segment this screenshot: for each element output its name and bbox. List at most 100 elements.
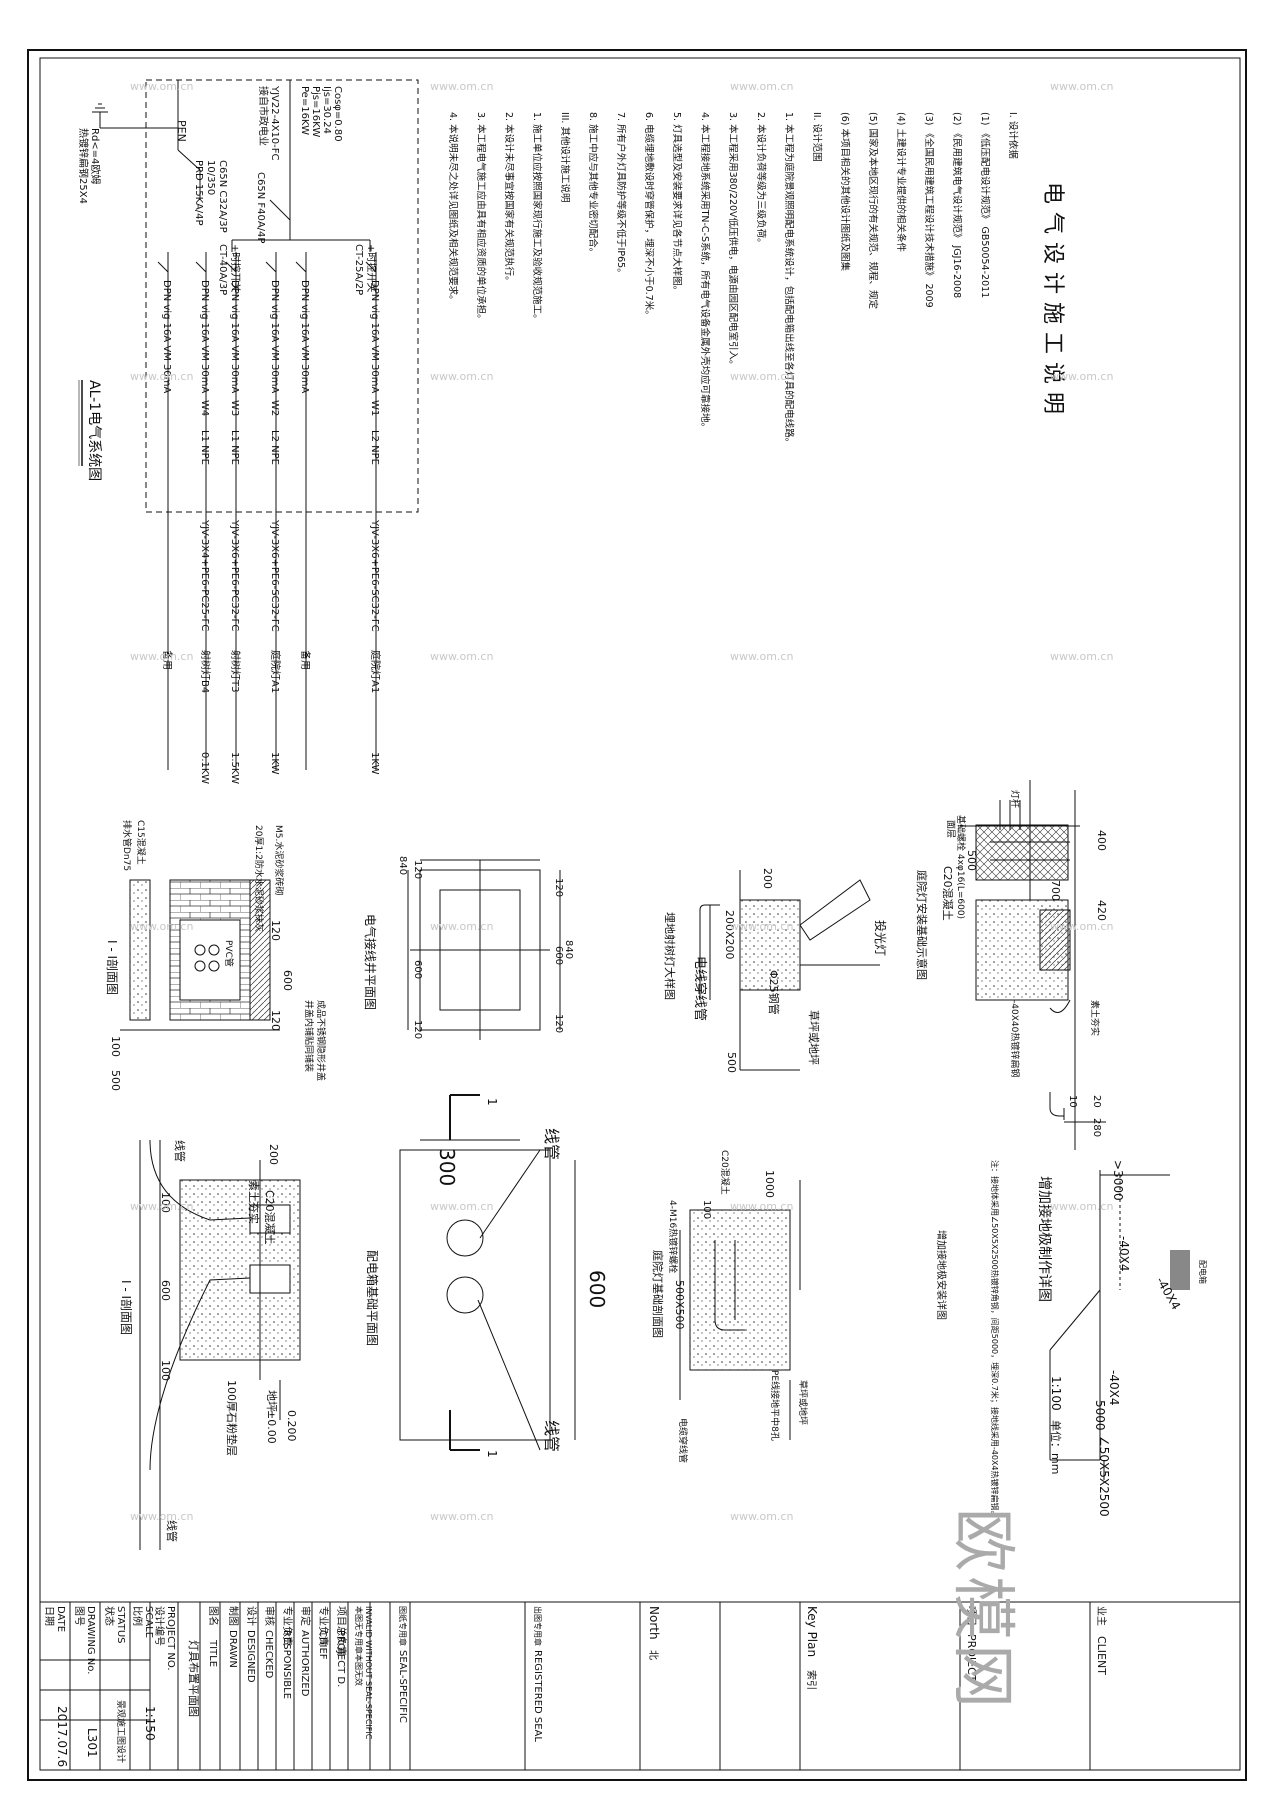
court-lamp-layer2: 素土夯实 — [1089, 1000, 1101, 1036]
box-found-elev1: 0.200 — [285, 1410, 298, 1442]
circuit-power: 1KW — [269, 752, 280, 775]
tb-role-2-en: CHIEF — [317, 1630, 328, 1660]
notes-line: 4. 本工程接地系统采用TN-C-S系统，所有电气设备金属外壳均应可靠接地。 — [699, 112, 711, 432]
court-lamp-label: 灯杆 — [1009, 790, 1021, 808]
court-lamp-dim7: 10 — [1067, 1095, 1078, 1108]
tb-seal2-en: SEAL-SPECIFIC — [397, 1650, 408, 1723]
box-found-gravel: 100厚石粉垫层 — [225, 1380, 239, 1456]
grounding-dim-3: -40X4 — [1107, 1370, 1121, 1405]
detail-uplight — [699, 870, 880, 1071]
system-title: AL-1电气系统图 — [86, 380, 102, 481]
well-section-title: I - I剖面图 — [105, 940, 119, 995]
tb-date-label: 日期 — [43, 1606, 55, 1626]
circuit-phase: L1 NPE — [229, 430, 240, 465]
notes-line: 1. 本工程为庭院景观照明配电系统设计，包括配电箱出线至各灯具的配电线路。 — [783, 112, 795, 447]
lamp-found-pipe: 电缆穿线管 — [677, 1418, 689, 1463]
contactor2-note: +时控开关 — [229, 244, 242, 292]
notes-line: (6) 本项目相关的其他设计图纸及图集 — [839, 112, 851, 271]
court-lamp-concrete: C20混凝土 — [941, 866, 955, 921]
watermark-url: www.om.cn — [130, 370, 193, 383]
well-dim-0: 840 — [397, 856, 408, 875]
well-dim-1: 120 — [412, 860, 423, 879]
tb-drawing-en: DRAWING No. — [85, 1606, 96, 1674]
tb-role-4-cn: 专业负责 — [281, 1606, 294, 1646]
tb-role-1-en: PROJECT D. — [335, 1630, 346, 1687]
detail-pit-plan — [399, 1094, 576, 1451]
watermark-url: www.om.cn — [430, 80, 493, 93]
watermark-url: www.om.cn — [430, 650, 493, 663]
grounding-title: 增加接地极制作详图 — [1036, 1176, 1053, 1302]
detail-grounding — [1049, 1170, 1190, 1480]
tb-client-label: 业主 — [1095, 1606, 1107, 1626]
detail-grounding-texts: >3000 -40X4 -40X4 -40X4 5000 ∠50X5X2500 … — [935, 1160, 1208, 1518]
circuit-cable: YJV-3X6+PE6-SC32-FC — [269, 519, 280, 632]
brand-logo: 欧模网 — [945, 1508, 1019, 1712]
tb-scale-en: SCALE — [143, 1606, 154, 1638]
tb-role-6-en: DESIGNED — [245, 1630, 256, 1683]
system-texts: 接自市政电业 YJV22-4X10-FC Pe=16KW Pjs=16KW Ij… — [77, 85, 382, 784]
tb-project-label: 项目 — [965, 1606, 977, 1626]
well-pvc: PVC管 — [223, 940, 235, 967]
pit-label-top: 1 — [485, 1098, 499, 1106]
tb-role-2-cn: 专业负责 — [317, 1606, 330, 1646]
notes-line: 3. 本工程电气施工应由具有相应资质的单位承担。 — [475, 112, 487, 324]
circuit-switch — [195, 261, 207, 273]
well-pvc-pipe-4 — [208, 960, 220, 972]
tb-north-label: North — [647, 1606, 661, 1640]
pit-pipe-1 — [446, 1219, 484, 1257]
well-pvc-pipe-2 — [194, 960, 206, 972]
detail-well-plan — [407, 859, 561, 1040]
watermark-url: www.om.cn — [1050, 1200, 1113, 1213]
breaker2-label: C65N C32A/3P — [217, 160, 228, 233]
tb-date-en: DATE — [55, 1606, 66, 1632]
circuit-breaker: DPN vig 16A VM 30mA — [369, 280, 380, 393]
tb-project-en: PROJECT — [965, 1634, 978, 1682]
notes-line: 6. 电缆埋地敷设时穿管保护，埋深不小于0.7米。 — [643, 112, 655, 320]
uplight-dim-0: 200 — [761, 868, 774, 889]
circuit-load: 备用 — [299, 650, 312, 670]
notes-line: 7. 所有户外灯具防护等级不低于IP65。 — [615, 112, 627, 278]
watermark-url: www.om.cn — [130, 1200, 193, 1213]
court-lamp-dim4: 420 — [1095, 900, 1108, 921]
pit-pipe-label-2: 线管 — [542, 1420, 561, 1452]
box-found-elev2: ±0.00 — [265, 1410, 278, 1444]
circuit-load: 射树灯B4 — [199, 650, 212, 693]
notes-line: 1. 施工单位应按照国家现行施工及验收规范施工。 — [531, 112, 543, 324]
watermarks: www.om.cn www.om.cn www.om.cn www.om.cn www.… — [130, 80, 1113, 1523]
detail-court-lamp-texts: 基础螺栓 4xφ16(L=600) 灯杆 面层 C20混凝土 700 500 4… — [915, 790, 1108, 1137]
incoming-cos: Cosφ=0.80 — [332, 86, 343, 142]
well-cover-note: 井盖内铺贴同铺装 — [303, 1000, 315, 1072]
circuit-load: 射树灯T3 — [229, 650, 242, 692]
spd-label: PRD 15KA/4P — [193, 160, 204, 226]
incoming-cable: YJV22-4X10-FC — [269, 85, 280, 161]
court-lamp-bolt: 基础螺栓 4xφ16(L=600) — [955, 815, 967, 919]
notes-line: (5) 国家及本地区现行的有关规范、规程、规定 — [867, 112, 879, 309]
detail-well-section-texts: M5.水泥砂浆砖砌 20厚1:2防水水泥砂浆抹灰 C15混凝土 排水管Dn75 … — [105, 820, 327, 1091]
circuit-load: 庭院灯A1 — [369, 650, 382, 693]
tb-keyplan-label: Key Plan — [805, 1606, 819, 1657]
watermark-url: www.om.cn — [1050, 370, 1113, 383]
pit-label-bottom: 1 — [485, 1450, 499, 1458]
well-drain: 排水管Dn75 — [121, 820, 133, 871]
tb-projno-en: PROJECT NO. — [165, 1606, 176, 1671]
pit-pipe-label-1: 线管 — [542, 1128, 561, 1160]
tb-drawing-label: 图号 — [73, 1606, 85, 1626]
watermark-url: www.om.cn — [130, 80, 193, 93]
watermark-url: www.om.cn — [730, 1200, 793, 1213]
tb-scale-label: 比例 — [131, 1606, 144, 1626]
well-plan-title: 电气接线井平面图 — [363, 914, 378, 1010]
well-cover: 成品不锈钢隐形井盖 — [315, 1000, 327, 1081]
circuit-cable: YJV-3X4+PE6-PC25-FC — [199, 519, 210, 631]
well-dim-6: 600 — [553, 946, 564, 965]
tb-client-en: CLIENT — [1095, 1636, 1108, 1675]
circuit-switch — [157, 261, 169, 273]
notes-line: 3. 本工程采用380/220V低压供电，电源由园区配电室引入。 — [727, 112, 739, 370]
incoming-note: 接自市政电业 — [257, 86, 270, 146]
detail-well-section — [120, 879, 280, 1031]
well-pvc-pipe-3 — [208, 944, 220, 956]
incoming-pe: Pe=16KW — [299, 86, 310, 135]
incoming-pjs: Pjs=16KW — [310, 86, 321, 137]
watermark-url: www.om.cn — [730, 650, 793, 663]
tb-north-cn: 北 — [647, 1650, 659, 1660]
spd-sub: 10/350 — [205, 160, 216, 195]
